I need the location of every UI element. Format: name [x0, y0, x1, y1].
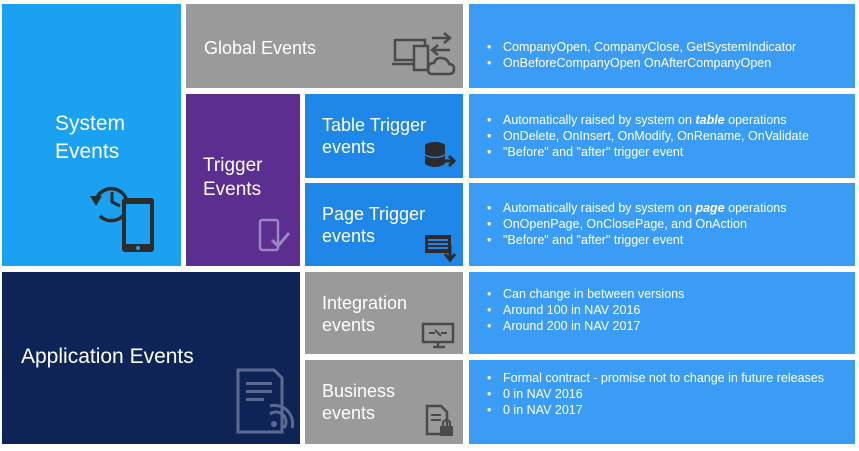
business-events-label: Business events	[322, 381, 396, 423]
trigger-events-label: Trigger Events	[203, 155, 263, 200]
bullet-item: "Before" and "after" trigger event	[487, 232, 842, 248]
business-events-details: Formal contract - promise not to change …	[469, 360, 855, 444]
integration-events-bullets: Can change in between versions Around 10…	[487, 286, 842, 334]
table-trigger-details: Automatically raised by system on table …	[469, 94, 855, 178]
page-trigger-events-tile: Page Trigger events	[305, 183, 463, 266]
application-events-tile: Application Events	[2, 272, 300, 444]
document-lock-icon	[425, 404, 453, 436]
global-events-label: Global Events	[204, 38, 317, 58]
bullet-item: Around 200 in NAV 2017	[487, 318, 842, 334]
integration-events-details: Can change in between versions Around 10…	[469, 272, 855, 354]
integration-events-label: Integration events	[322, 293, 408, 335]
tablet-check-icon	[258, 218, 291, 252]
bullet-item: Automatically raised by system on table …	[487, 112, 842, 128]
global-events-bullets: CompanyOpen, CompanyClose, GetSystemIndi…	[487, 39, 842, 71]
bullet-item: Automatically raised by system on page o…	[487, 200, 842, 216]
page-trigger-events-label: Page Trigger events	[322, 204, 426, 246]
database-arrow-icon	[424, 142, 457, 168]
monitor-link-icon	[421, 322, 455, 349]
business-events-tile: Business events	[305, 360, 463, 444]
document-signal-icon	[236, 368, 295, 434]
bullet-item: "Before" and "after" trigger event	[487, 144, 842, 160]
business-events-bullets: Formal contract - promise not to change …	[487, 370, 842, 418]
bullet-item: OnDelete, OnInsert, OnModify, OnRename, …	[487, 128, 842, 144]
page-trigger-bullets: Automatically raised by system on page o…	[487, 200, 842, 248]
bullet-item: 0 in NAV 2016	[487, 386, 842, 402]
system-events-label: System Events	[55, 112, 126, 163]
table-trigger-events-label: Table Trigger events	[322, 115, 427, 157]
integration-events-tile: Integration events	[305, 272, 463, 354]
bullet-item: CompanyOpen, CompanyClose, GetSystemIndi…	[487, 39, 842, 55]
trigger-events-tile: Trigger Events	[186, 94, 300, 266]
bullet-item: OnOpenPage, OnClosePage, and OnAction	[487, 216, 842, 232]
bullet-item: Can change in between versions	[487, 286, 842, 302]
global-events-tile: Global Events	[186, 4, 463, 88]
global-events-details: CompanyOpen, CompanyClose, GetSystemIndi…	[469, 4, 855, 88]
system-events-tile: System Events	[2, 4, 181, 266]
table-trigger-events-tile: Table Trigger events	[305, 94, 463, 178]
table-trigger-bullets: Automatically raised by system on table …	[487, 112, 842, 160]
devices-cloud-icon	[392, 32, 456, 76]
bullet-item: Formal contract - promise not to change …	[487, 370, 842, 386]
bullet-item: 0 in NAV 2017	[487, 402, 842, 418]
history-tablet-icon	[90, 186, 154, 252]
page-trigger-details: Automatically raised by system on page o…	[469, 183, 855, 266]
bullet-item: OnBeforeCompanyOpen OnAfterCompanyOpen	[487, 55, 842, 71]
bullet-item: Around 100 in NAV 2016	[487, 302, 842, 318]
application-events-label: Application Events	[21, 345, 194, 368]
page-arrow-icon	[425, 235, 457, 263]
